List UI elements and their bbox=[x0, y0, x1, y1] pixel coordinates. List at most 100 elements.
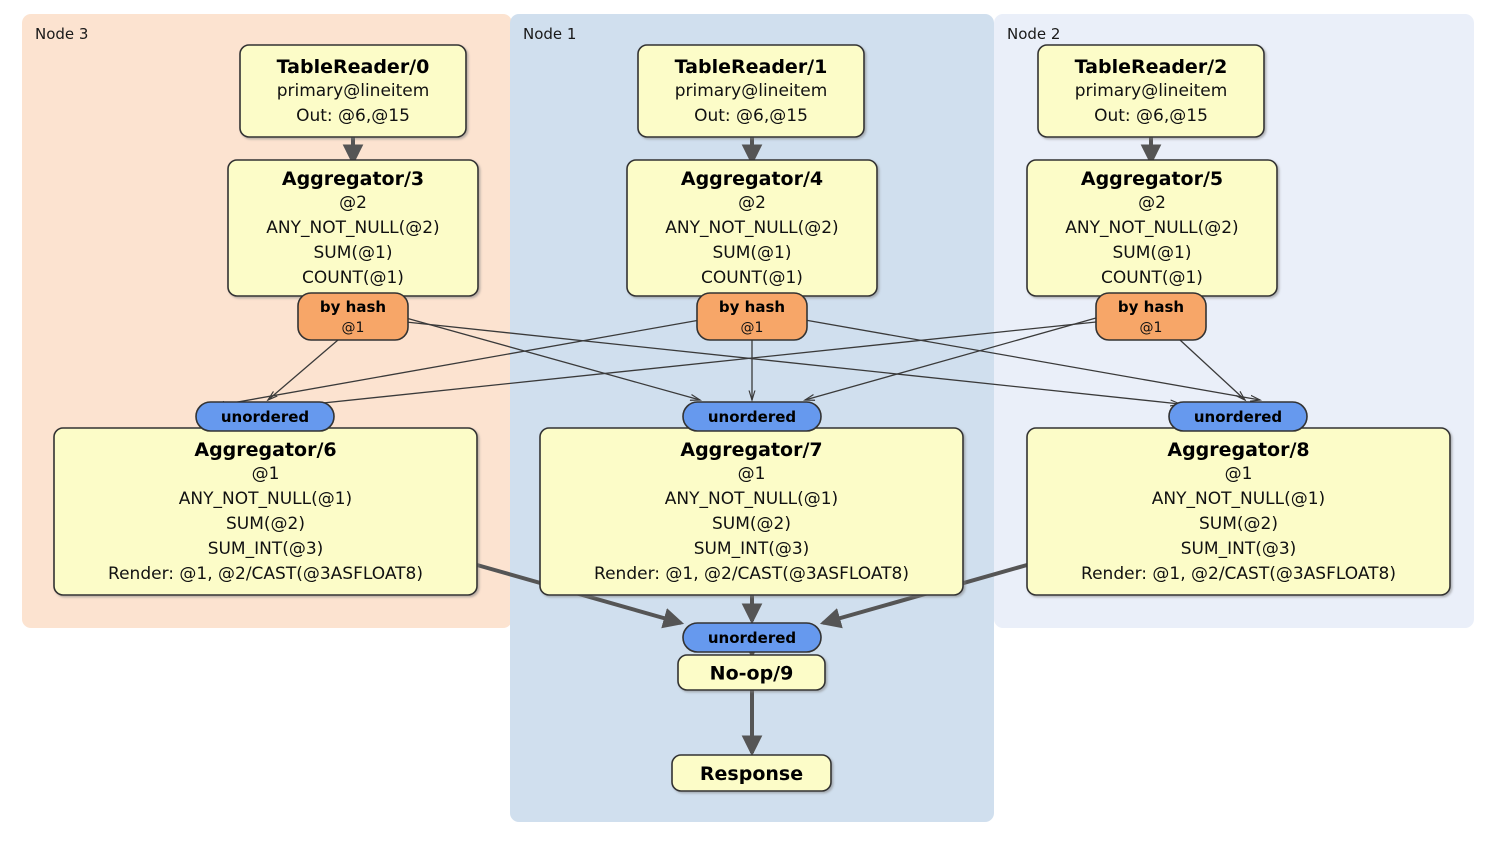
processor-title: No-op/9 bbox=[710, 663, 794, 685]
router-title: by hash bbox=[320, 298, 386, 316]
processor-response[interactable]: Response bbox=[671, 754, 832, 792]
processor-box[interactable] bbox=[671, 754, 832, 792]
router-pill[interactable] bbox=[1095, 292, 1207, 341]
processor-detail-line: SUM(@2) bbox=[226, 514, 305, 534]
processor-title: Aggregator/3 bbox=[282, 168, 424, 190]
processor-title: TableReader/1 bbox=[675, 56, 828, 78]
processor-detail-line: ANY_NOT_NULL(@2) bbox=[1065, 218, 1238, 238]
router-subtitle: @1 bbox=[342, 320, 365, 336]
processor-detail-line: SUM_INT(@3) bbox=[208, 539, 324, 559]
processor-detail-line: SUM_INT(@3) bbox=[1181, 539, 1297, 559]
processor-detail-line: ANY_NOT_NULL(@1) bbox=[665, 489, 838, 509]
stream-unordered8[interactable]: unordered bbox=[1168, 401, 1308, 432]
processor-detail-line: SUM(@1) bbox=[713, 243, 792, 263]
processor-detail-line: @2 bbox=[339, 193, 367, 213]
router-subtitle: @1 bbox=[1140, 320, 1163, 336]
router-pill[interactable] bbox=[297, 292, 409, 341]
processor-title: Response bbox=[700, 763, 803, 785]
router-title: by hash bbox=[719, 298, 785, 316]
router-nodes: by hash @1 by hash @1 by hash @1 bbox=[297, 292, 1207, 341]
stream-pill[interactable] bbox=[1168, 401, 1308, 432]
processor-noop9[interactable]: No-op/9 bbox=[677, 654, 826, 691]
processor-detail-line: SUM(@2) bbox=[1199, 514, 1278, 534]
processor-detail-line: Render: @1, @2/CAST(@3ASFLOAT8) bbox=[108, 564, 423, 584]
node-region-label: Node 3 bbox=[35, 25, 88, 43]
mesh-edge-h4-u6 bbox=[215, 319, 701, 406]
processor-detail-line: ANY_NOT_NULL(@2) bbox=[266, 218, 439, 238]
processor-detail-line: COUNT(@1) bbox=[701, 268, 803, 288]
mesh-edge-h5-u6 bbox=[218, 321, 1097, 414]
processor-detail-line: Out: @6,@15 bbox=[1094, 106, 1208, 126]
processor-detail-line: COUNT(@1) bbox=[1101, 268, 1203, 288]
processor-box[interactable] bbox=[1037, 44, 1265, 138]
processor-detail-line: primary@lineitem bbox=[1075, 81, 1228, 101]
stream-pill[interactable] bbox=[195, 401, 335, 432]
processor-detail-line: @1 bbox=[1225, 464, 1253, 484]
router-title: by hash bbox=[1118, 298, 1184, 316]
stream-pill[interactable] bbox=[682, 622, 822, 653]
processor-detail-line: Render: @1, @2/CAST(@3ASFLOAT8) bbox=[1081, 564, 1396, 584]
processor-box[interactable] bbox=[239, 44, 467, 138]
processor-title: Aggregator/4 bbox=[681, 168, 823, 190]
processor-detail-line: ANY_NOT_NULL(@1) bbox=[1152, 489, 1325, 509]
processor-detail-line: Out: @6,@15 bbox=[694, 106, 808, 126]
stream-label: unordered bbox=[708, 629, 796, 647]
mesh-edge-h3-u6 bbox=[268, 339, 339, 400]
processor-title: Aggregator/8 bbox=[1167, 439, 1309, 461]
processor-detail-line: SUM(@1) bbox=[314, 243, 393, 263]
processor-box[interactable] bbox=[677, 654, 826, 691]
router-byhash4[interactable]: by hash @1 bbox=[696, 292, 808, 341]
processor-detail-line: SUM_INT(@3) bbox=[694, 539, 810, 559]
processor-detail-line: ANY_NOT_NULL(@2) bbox=[665, 218, 838, 238]
processor-detail-line: Render: @1, @2/CAST(@3ASFLOAT8) bbox=[594, 564, 909, 584]
processor-detail-line: SUM(@1) bbox=[1113, 243, 1192, 263]
processor-detail-line: primary@lineitem bbox=[675, 81, 828, 101]
stream-unordered6[interactable]: unordered bbox=[195, 401, 335, 432]
processor-title: Aggregator/7 bbox=[680, 439, 822, 461]
hash-mesh-edges bbox=[215, 317, 1260, 414]
processor-detail-line: @2 bbox=[738, 193, 766, 213]
stream-unordered7[interactable]: unordered bbox=[682, 401, 822, 432]
processor-title: Aggregator/5 bbox=[1081, 168, 1223, 190]
mesh-edge-h3-u8 bbox=[405, 321, 1180, 404]
processor-detail-line: @1 bbox=[252, 464, 280, 484]
stream-unordered9[interactable]: unordered bbox=[682, 622, 822, 653]
stream-label: unordered bbox=[221, 408, 309, 426]
processor-detail-line: ANY_NOT_NULL(@1) bbox=[179, 489, 352, 509]
processor-detail-line: SUM(@2) bbox=[712, 514, 791, 534]
processor-title: TableReader/2 bbox=[1075, 56, 1228, 78]
router-byhash5[interactable]: by hash @1 bbox=[1095, 292, 1207, 341]
mesh-edge-h5-u7 bbox=[805, 317, 1097, 400]
stream-label: unordered bbox=[708, 408, 796, 426]
processor-detail-line: COUNT(@1) bbox=[302, 268, 404, 288]
router-byhash3[interactable]: by hash @1 bbox=[297, 292, 409, 341]
processor-detail-line: Out: @6,@15 bbox=[296, 106, 410, 126]
mesh-edge-h5-u8 bbox=[1179, 339, 1245, 400]
mesh-edge-h4-u8 bbox=[804, 319, 1260, 400]
processor-detail-line: primary@lineitem bbox=[277, 81, 430, 101]
processor-detail-line: @2 bbox=[1138, 193, 1166, 213]
processor-box[interactable] bbox=[637, 44, 865, 138]
node-region-label: Node 1 bbox=[523, 25, 576, 43]
stream-pill[interactable] bbox=[682, 401, 822, 432]
stream-nodes: unordered unordered unordered unordered bbox=[195, 401, 1308, 653]
processor-detail-line: @1 bbox=[738, 464, 766, 484]
processor-title: TableReader/0 bbox=[277, 56, 430, 78]
processor-title: Aggregator/6 bbox=[194, 439, 336, 461]
mesh-edge-h3-u7 bbox=[405, 317, 700, 400]
router-pill[interactable] bbox=[696, 292, 808, 341]
router-subtitle: @1 bbox=[741, 320, 764, 336]
node-region-label: Node 2 bbox=[1007, 25, 1060, 43]
